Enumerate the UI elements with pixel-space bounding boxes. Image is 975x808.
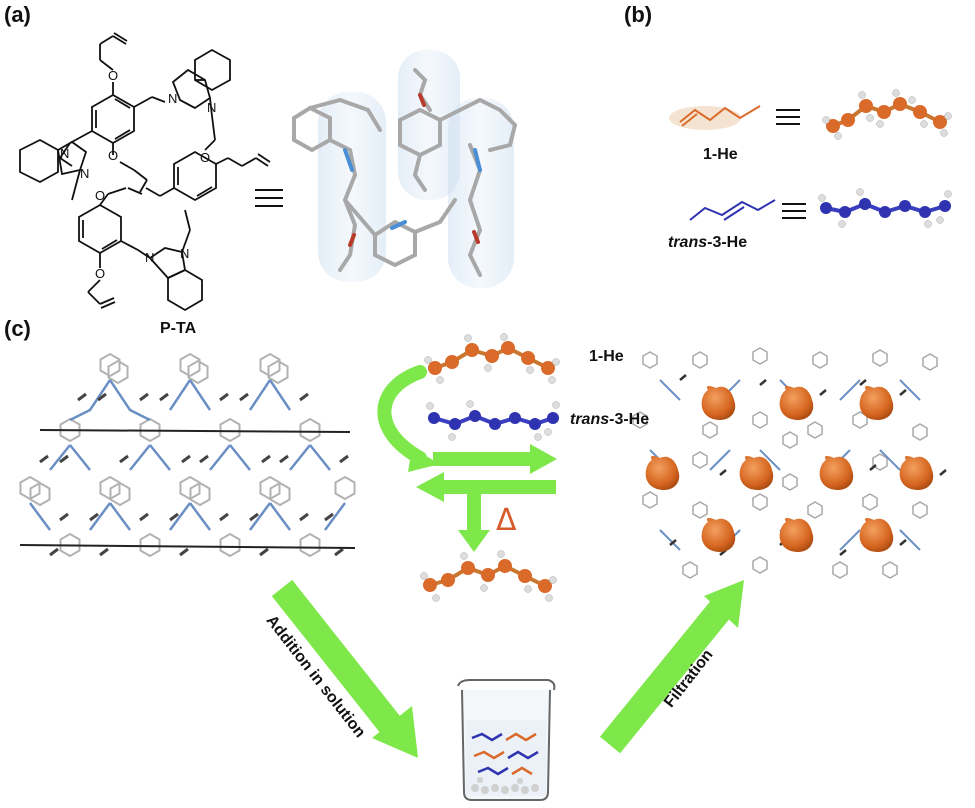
p-ta-framework [19, 353, 356, 557]
svg-text:O: O [200, 150, 210, 165]
guest-label-1-he: 1-He [589, 348, 624, 365]
beaker [457, 679, 556, 801]
selective-uptake-arrow [377, 365, 440, 472]
svg-text:N: N [180, 246, 189, 261]
trans-3-hexene-skeletal [689, 199, 776, 221]
framework-label-p-ta: P-TA [160, 320, 197, 337]
svg-text:O: O [95, 266, 105, 281]
svg-text:N: N [60, 146, 69, 161]
encapsulated-guest-blobs [645, 386, 934, 552]
svg-text:N: N [207, 100, 216, 115]
molecule-label-trans-3-he: trans-3-He [668, 234, 748, 251]
panel-label-c: (c) [4, 316, 31, 341]
released-hexene-1-model [420, 550, 557, 602]
svg-text:O: O [95, 188, 105, 203]
guest-label-trans-3-he: trans-3-He [570, 411, 650, 428]
reverse-equilibrium-arrow [416, 472, 556, 502]
forward-equilibrium-arrow [433, 444, 557, 474]
equivalence-symbol-b2 [782, 203, 806, 219]
addition-in-solution-arrow [271, 579, 418, 758]
hexene-1-skeletal [669, 105, 761, 130]
panel-label-b: (b) [624, 2, 653, 27]
svg-text:O: O [108, 148, 118, 163]
svg-text:N: N [80, 166, 89, 181]
trans-3-hexene-ball-stick [818, 188, 952, 228]
svg-text:O: O [108, 68, 118, 83]
panel-label-a: (a) [4, 2, 31, 27]
heat-symbol: Δ [496, 503, 517, 538]
svg-text:N: N [145, 250, 154, 265]
loaded-framework [632, 347, 947, 579]
macrocycle-skeletal-formula [19, 32, 271, 312]
release-down-arrow [458, 494, 490, 552]
hexene-1-guest-model [424, 333, 560, 384]
hexene-1-ball-stick [822, 89, 952, 140]
svg-text:N: N [168, 91, 177, 106]
filtration-arrow [599, 580, 744, 754]
molecule-label-1-he: 1-He [703, 146, 738, 163]
equivalence-symbol-b1 [776, 109, 800, 125]
macrocycle-3d-model [292, 50, 518, 288]
trans-3-hexene-guest-model [426, 400, 560, 441]
equivalence-symbol-a [255, 189, 283, 207]
